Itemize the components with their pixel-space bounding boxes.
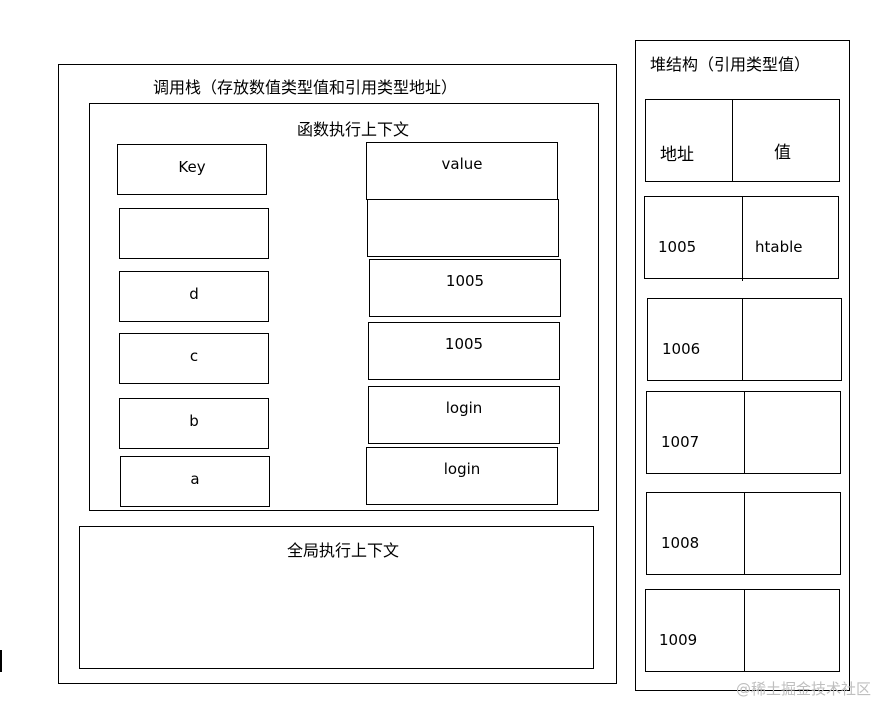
value-cell-login-a: login	[368, 386, 560, 444]
heap-address-text: 地址	[660, 145, 694, 165]
heap-value-text: 值	[774, 143, 791, 163]
heap-row-divider	[742, 299, 743, 381]
heap-row-1006: 1006	[647, 298, 842, 381]
watermark-text: @稀土掘金技术社区	[735, 680, 871, 698]
value-cell-text: 1005	[445, 272, 485, 290]
call-stack-title: 调用栈（存放数值类型值和引用类型地址）	[153, 78, 458, 97]
heap-row-1009: 1009	[645, 589, 840, 672]
heap-address-text: 1005	[658, 238, 697, 256]
value-cell-empty	[367, 199, 559, 257]
key-cell-text: c	[189, 347, 199, 365]
heap-address-text: 1007	[661, 433, 700, 451]
heap-row-divider	[742, 197, 743, 281]
value-cell-header: value	[366, 142, 558, 200]
heap-address-text: 1008	[661, 534, 700, 552]
key-cell-text: b	[189, 412, 199, 430]
global-context-frame	[79, 526, 594, 669]
global-context-title: 全局执行上下文	[287, 541, 400, 560]
heap-row-divider	[744, 392, 745, 474]
heap-row-1008: 1008	[646, 492, 841, 575]
key-cell-text: Key	[178, 158, 206, 176]
key-cell-c: c	[119, 333, 269, 384]
key-cell-header: Key	[117, 144, 267, 195]
key-cell-empty	[119, 208, 269, 259]
key-cell-d: d	[119, 271, 269, 322]
key-cell-text: a	[190, 470, 200, 488]
key-cell-text: d	[189, 285, 199, 303]
heap-address-text: 1009	[659, 631, 698, 649]
heap-row-1007: 1007	[646, 391, 841, 474]
value-cell-1005-a: 1005	[369, 259, 561, 317]
heap-address-text: 1006	[662, 340, 701, 358]
heap-row-1005: 1005 htable	[644, 196, 839, 281]
value-cell-text: 1005	[444, 335, 484, 353]
heap-row-divider	[744, 590, 745, 672]
value-cell-1005-b: 1005	[368, 322, 560, 380]
function-context-title: 函数执行上下文	[297, 120, 410, 139]
key-cell-b: b	[119, 398, 269, 449]
heap-value-text: htable	[755, 238, 803, 256]
heap-row-divider	[732, 100, 733, 182]
heap-row-divider	[744, 493, 745, 575]
heap-row-header: 地址 值	[645, 99, 840, 182]
edge-line	[0, 650, 2, 672]
value-cell-text: value	[441, 155, 483, 173]
key-cell-a: a	[120, 456, 270, 507]
value-cell-login-b: login	[366, 447, 558, 505]
value-cell-text: login	[445, 399, 483, 417]
value-cell-text: login	[443, 460, 481, 478]
heap-title: 堆结构（引用类型值）	[650, 55, 811, 74]
